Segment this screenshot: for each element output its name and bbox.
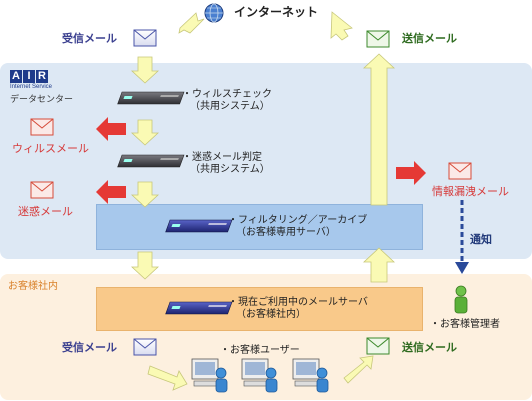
virus-check-line2: （共用システム） [190, 101, 270, 112]
arrow-receive-to-users [147, 365, 188, 391]
users-label: ・お客様ユーザー [220, 345, 300, 356]
admin-person-icon [454, 285, 468, 314]
spam-mail-icon [30, 181, 54, 199]
arrow-spam-reject [96, 180, 126, 204]
virus-check-line1: ・ウィルスチェック [182, 89, 272, 100]
logo-letter: R [36, 70, 48, 83]
notify-arrow [455, 200, 469, 274]
filter-line1: ・フィルタリング／アーカイブ [228, 215, 368, 226]
receive-mail-label: 受信メール [62, 32, 117, 45]
arrow-up-office [362, 247, 396, 283]
send-mail-label-bottom: 送信メール [402, 341, 457, 354]
internet-label: インターネット [234, 5, 319, 19]
arrow-virus-reject [96, 117, 126, 141]
virus-mail-label: ウィルスメール [12, 142, 89, 155]
office-label: お客様社内 [8, 281, 58, 292]
mail-icon [133, 29, 157, 47]
arrow-send-to-internet [330, 11, 353, 41]
user-computer-icon [191, 358, 228, 393]
arrow-down-2 [130, 119, 160, 146]
user-computer-icon [241, 358, 278, 393]
server-icon [117, 154, 185, 168]
mail-icon [366, 337, 390, 355]
arrow-down-1 [130, 56, 160, 84]
receive-mail-label-bottom: 受信メール [62, 341, 117, 354]
admin-label: ・お客様管理者 [430, 319, 500, 330]
virus-mail-icon [30, 118, 54, 136]
filter-label: ・フィルタリング／アーカイブ （お客様専用サーバ） [228, 215, 367, 239]
mail-icon [366, 30, 390, 48]
user-computer-icon [292, 358, 329, 393]
send-mail-label: 送信メール [402, 32, 457, 45]
logo-letter: A [10, 70, 22, 83]
air-logo: A I R Internet Service データセンター [10, 70, 73, 105]
spam-check-label: ・迷惑メール判定 （共用システム） [182, 152, 270, 176]
logo-letter: I [23, 70, 35, 83]
virus-check-label: ・ウィルスチェック （共用システム） [182, 89, 272, 113]
mail-server-line2: （お客様社内） [236, 309, 306, 320]
spam-mail-label: 迷惑メール [18, 205, 73, 218]
mail-icon [133, 338, 157, 356]
arrow-leak-reject [396, 161, 426, 185]
arrow-users-to-send [343, 355, 374, 384]
mail-server-label: ・現在ご利用中のメールサーバ （お客様社内） [228, 297, 368, 321]
arrow-down-4 [130, 251, 160, 280]
arrow-internet-to-receive [178, 12, 205, 34]
mail-server-line1: ・現在ご利用中のメールサーバ [228, 297, 368, 308]
arrow-down-3 [130, 181, 160, 208]
server-icon [165, 301, 233, 315]
datacenter-label: データセンター [10, 95, 74, 105]
leak-mail-label: 情報漏洩メール [432, 185, 509, 198]
spam-check-line2: （共用システム） [190, 164, 270, 175]
notify-label: 通知 [470, 233, 492, 246]
filtering-box [96, 204, 423, 250]
mail-server-box [96, 287, 423, 331]
server-icon [165, 219, 233, 233]
filter-line2: （お客様専用サーバ） [236, 227, 336, 238]
logo-subtitle: Internet Service [10, 84, 53, 90]
globe-icon [204, 3, 224, 23]
server-icon [117, 91, 185, 105]
leak-mail-icon [448, 162, 472, 180]
spam-check-line1: ・迷惑メール判定 [182, 152, 262, 163]
arrow-up-to-send [362, 53, 396, 206]
